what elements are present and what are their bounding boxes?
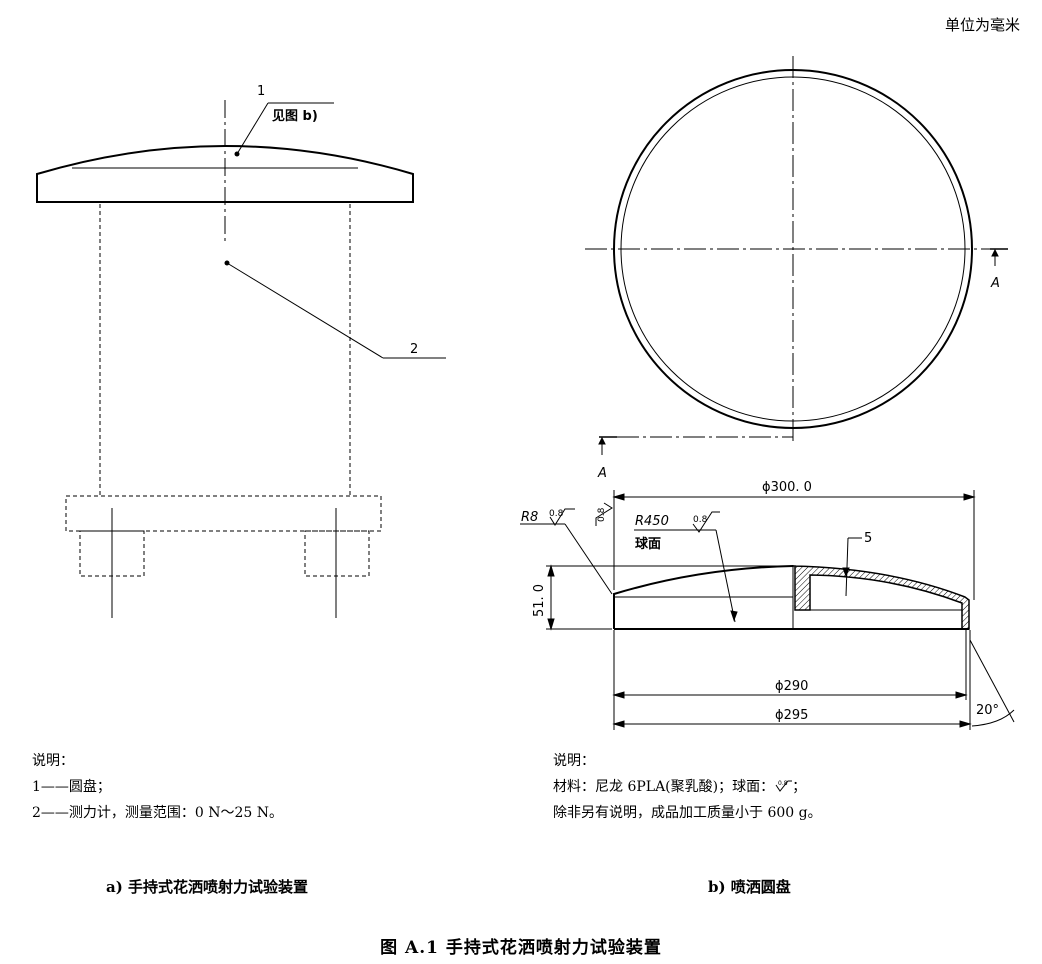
thickness-label: 5 <box>864 531 872 546</box>
radius-r450: R450 <box>635 514 669 529</box>
legend-a: 说明： 1——圆盘； 2——测力计，测量范围：0 N～25 N。 <box>32 748 283 826</box>
section-arrow-left-head <box>598 436 606 445</box>
legend-a-item-2: 2——测力计，测量范围：0 N～25 N。 <box>32 805 284 821</box>
section-shell <box>792 565 970 630</box>
callout-1-text: 见图 b) <box>272 109 318 124</box>
svg-text:0.8: 0.8 <box>778 780 788 787</box>
dim-height: 51. 0 <box>532 584 547 617</box>
roughness-r8: 0.8 <box>549 509 564 519</box>
section-arrow-right-head <box>991 248 999 257</box>
dim-290: ϕ290 <box>775 679 808 694</box>
caption-a: a) 手持式花洒喷射力试验装置 <box>106 878 309 896</box>
angle-label: 20° <box>976 703 999 718</box>
roughness-symbols <box>549 502 720 533</box>
roughness-side: 0.8 <box>597 507 607 522</box>
dim-outer-diameter: ϕ300. 0 <box>762 480 812 495</box>
caption-b: b) 喷洒圆盘 <box>708 878 791 896</box>
legend-b-item-1-text: 材料：尼龙 6PLA(聚乳酸)；球面： <box>553 779 775 795</box>
callout-2-number: 2 <box>410 342 418 357</box>
sphere-label: 球面 <box>635 536 661 552</box>
unit-note: 单位为毫米 <box>944 16 1020 34</box>
legend-b-item-1: 材料：尼龙 6PLA(聚乳酸)；球面：0.8； <box>553 779 807 795</box>
dimension-lines <box>520 490 1015 730</box>
drawing-a <box>36 100 446 618</box>
legend-b-item-2: 除非另有说明，成品加工质量小于 600 g。 <box>553 805 822 821</box>
drawing-b-top-view <box>585 56 1008 455</box>
legend-b: 说明： 材料：尼龙 6PLA(聚乳酸)；球面：0.8； 除非另有说明，成品加工质… <box>553 748 822 826</box>
radius-r8: R8 <box>521 510 538 525</box>
roughness-r450: 0.8 <box>693 515 708 525</box>
callout-1-leader <box>236 102 269 155</box>
force-gauge-hidden-lines <box>65 204 382 577</box>
roughness-icon: 0.8 <box>775 780 793 792</box>
legend-a-item-1: 1——圆盘； <box>32 779 111 795</box>
legend-b-heading: 说明： <box>553 753 595 769</box>
section-marker-right: A <box>990 276 1000 291</box>
callout-1-number: 1 <box>257 84 265 99</box>
section-marker-left: A <box>597 466 607 481</box>
drawing-b-section-view <box>613 565 970 630</box>
dim-295: ϕ295 <box>775 708 808 723</box>
disc-outline <box>36 145 414 203</box>
section-left-exterior <box>613 565 794 629</box>
figure-title: 图 A.1 手持式花洒喷射力试验装置 <box>380 938 662 958</box>
angle-arc <box>971 709 1015 727</box>
legend-a-heading: 说明： <box>32 753 74 769</box>
callout-2-leader <box>226 262 384 359</box>
